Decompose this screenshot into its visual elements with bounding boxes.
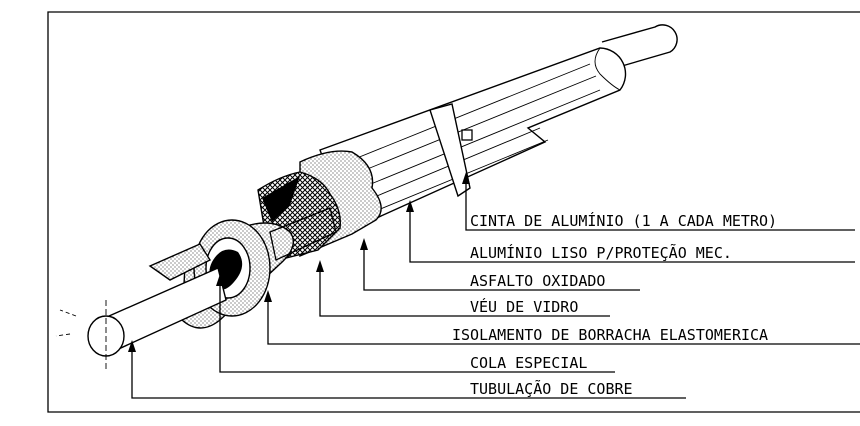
leader-isolamento <box>267 296 860 345</box>
leader-cola <box>219 280 615 373</box>
copper-tube-front <box>55 267 227 372</box>
leader-veu <box>319 266 610 317</box>
label-veu: VÉU DE VIDRO <box>470 297 578 316</box>
leader-cinta <box>465 178 855 231</box>
label-cola: COLA ESPECIAL <box>470 354 587 372</box>
aluminium-jacket <box>319 47 627 231</box>
label-cinta: CINTA DE ALUMÍNIO (1 A CADA METRO) <box>470 211 777 230</box>
drawing-frame <box>47 11 860 413</box>
label-aluminio: ALUMÍNIO LISO P/PROTEÇÃO MEC. <box>470 243 732 262</box>
leader-aluminio <box>409 206 855 263</box>
leader-asfalto <box>363 244 640 291</box>
label-asfalto: ASFALTO OXIDADO <box>470 272 605 290</box>
leader-tubulacao <box>131 346 686 399</box>
label-tubulacao: TUBULAÇÃO DE COBRE <box>470 379 633 398</box>
adhesive-band <box>262 176 300 222</box>
copper-tube-far <box>601 24 678 67</box>
insulation-cutaway <box>148 243 212 281</box>
leader-lines <box>128 172 860 399</box>
label-isolamento: ISOLAMENTO DE BORRACHA ELASTOMERICA <box>452 326 768 344</box>
